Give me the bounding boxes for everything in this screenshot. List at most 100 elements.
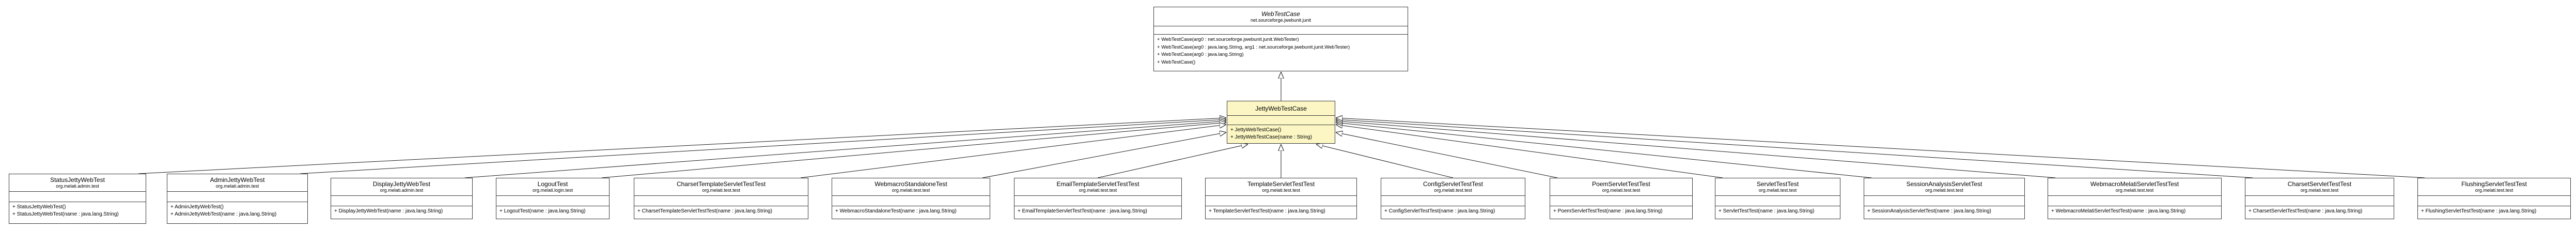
class-box-jettywebtestcase[interactable]: JettyWebTestCase + JettyWebTestCase() + … xyxy=(1227,101,1335,144)
methods-compartment: + ConfigServletTestTest(name : java.lang… xyxy=(1381,206,1525,219)
method-signature: + JettyWebTestCase() xyxy=(1230,127,1282,133)
method-signature: + StatusJettyWebTest() xyxy=(12,204,66,210)
method-signature: + SessionAnalysisServletTest(name : java… xyxy=(1867,208,1991,214)
class-name: AdminJettyWebTest xyxy=(210,176,265,184)
generalization-edge xyxy=(1336,121,2056,178)
generalization-edge xyxy=(1336,118,2425,178)
fields-compartment xyxy=(1550,195,1692,206)
method-signature: + AdminJettyWebTest(name : java.lang.Str… xyxy=(170,211,277,217)
fields-compartment xyxy=(2048,195,2221,206)
class-package: net.sourceforge.jwebunit.junit xyxy=(1250,17,1312,23)
method-signature: + ServletTestTest(name : java.lang.Strin… xyxy=(1719,208,1815,214)
method-signature: + StatusJettyWebTest(name : java.lang.St… xyxy=(12,211,119,217)
class-name: EmailTemplateServletTestTest xyxy=(1056,180,1139,188)
class-name: JettyWebTestCase xyxy=(1255,104,1307,112)
methods-compartment: + EmailTemplateServletTestTest(name : ja… xyxy=(1014,206,1181,219)
class-package: org.melati.test.test xyxy=(2300,188,2339,193)
class-name: LogoutTest xyxy=(537,180,568,188)
class-name: PoemServletTestTest xyxy=(1592,180,1650,188)
class-name: WebmacroStandaloneTest xyxy=(875,180,947,188)
fields-compartment xyxy=(1154,26,1408,34)
class-package: org.melati.test.test xyxy=(892,188,930,193)
method-signature: + FlushingServletTestTest(name : java.la… xyxy=(2421,208,2537,214)
class-package: org.melati.test.test xyxy=(1079,188,1117,193)
method-signature: + EmailTemplateServletTestTest(name : ja… xyxy=(1018,208,1147,214)
generalization-edge xyxy=(464,121,1226,178)
class-package: org.melati.test.test xyxy=(1758,188,1797,193)
fields-compartment xyxy=(634,195,808,206)
method-signature: + LogoutTest(name : java.lang.String) xyxy=(499,208,586,214)
class-name: StatusJettyWebTest xyxy=(50,176,105,184)
method-signature: + WebmacroStandaloneTest(name : java.lan… xyxy=(835,208,957,214)
generalization-edge xyxy=(1097,144,1248,178)
fields-compartment xyxy=(331,195,472,206)
fields-compartment xyxy=(2418,195,2570,206)
class-name: WebmacroMelatiServletTestTest xyxy=(2090,180,2179,188)
class-package: org.melati.admin.test xyxy=(380,188,424,193)
method-signature: + TemplateServletTestTest(name : java.la… xyxy=(1209,208,1325,214)
class-package: org.melati.test.test xyxy=(1925,188,1963,193)
method-signature: + AdminJettyWebTest() xyxy=(170,204,224,210)
methods-compartment: + SessionAnalysisServletTest(name : java… xyxy=(1864,206,2024,219)
method-signature: + WebTestCase(arg0 : java.lang.String, a… xyxy=(1157,44,1350,50)
class-title: JettyWebTestCase xyxy=(1227,101,1335,115)
methods-compartment: + CharsetTemplateServletTestTest(name : … xyxy=(634,206,808,219)
class-name: ServletTestTest xyxy=(1756,180,1799,188)
class-name: CharsetTemplateServletTestTest xyxy=(676,180,766,188)
fields-compartment xyxy=(2245,195,2394,206)
method-signature: + WebTestCase(arg0 : net.sourceforge.jwe… xyxy=(1157,37,1299,42)
class-name: WebTestCase xyxy=(1261,10,1300,18)
method-signature: + CharsetServletTestTest(name : java.lan… xyxy=(2249,208,2363,214)
method-signature: + WebTestCase() xyxy=(1157,59,1196,65)
methods-compartment: + JettyWebTestCase() + JettyWebTestCase(… xyxy=(1227,125,1335,143)
generalization-edge xyxy=(1336,123,1872,178)
method-signature: + PoemServletTestTest(name : java.lang.S… xyxy=(1553,208,1663,214)
method-signature: + ConfigServletTestTest(name : java.lang… xyxy=(1384,208,1495,214)
generalization-edge xyxy=(1336,125,1723,178)
methods-compartment: + WebmacroMelatiServletTestTest(name : j… xyxy=(2048,206,2221,219)
class-title: WebTestCase net.sourceforge.jwebunit.jun… xyxy=(1154,7,1408,26)
generalization-edge xyxy=(982,132,1226,178)
fields-compartment xyxy=(1206,195,1356,206)
methods-compartment: + FlushingServletTestTest(name : java.la… xyxy=(2418,206,2570,219)
class-package: org.melati.test.test xyxy=(1434,188,1472,193)
fields-compartment xyxy=(1864,195,2024,206)
fields-compartment xyxy=(167,191,307,202)
method-signature: + WebmacroMelatiServletTestTest(name : j… xyxy=(2051,208,2186,214)
class-package: org.melati.test.test xyxy=(2475,188,2513,193)
methods-compartment: + WebmacroStandaloneTest(name : java.lan… xyxy=(832,206,990,219)
class-name: TemplateServletTestTest xyxy=(1247,180,1315,188)
class-box-webtestcase[interactable]: WebTestCase net.sourceforge.jwebunit.jun… xyxy=(1153,7,1408,71)
methods-compartment: + PoemServletTestTest(name : java.lang.S… xyxy=(1550,206,1692,219)
method-signature: + JettyWebTestCase(name : String) xyxy=(1230,134,1312,140)
fields-compartment xyxy=(1014,195,1181,206)
class-package: org.melati.login.test xyxy=(532,188,573,193)
class-package: org.melati.test.test xyxy=(702,188,740,193)
fields-compartment xyxy=(1381,195,1525,206)
fields-compartment xyxy=(832,195,990,206)
